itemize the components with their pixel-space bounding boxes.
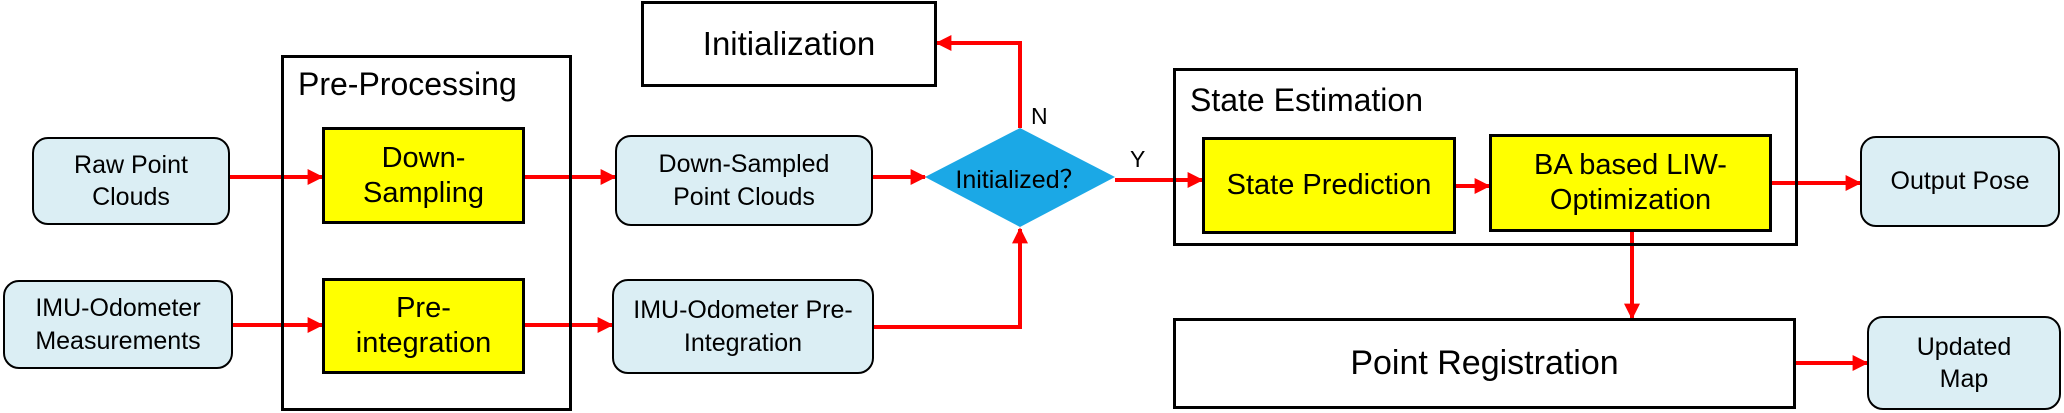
state-prediction-label: State Prediction (1226, 169, 1432, 202)
down-sampling-label: Down-Sampling (363, 141, 484, 209)
initialized-label: Initialized？ (955, 165, 1085, 194)
imu-odometer-measurements-label: IMU-Odometer Measurements (35, 294, 201, 355)
arrow-decision-to-initialization (935, 35, 1022, 128)
point-registration-box: Point Registration (1173, 318, 1796, 409)
down-sampled-point-clouds-box: Down-Sampled Point Clouds (615, 135, 873, 226)
imu-odometer-pre-integration-label: IMU-Odometer Pre-Integration (633, 296, 853, 357)
pre-processing-title: Pre-Processing (298, 66, 517, 102)
updated-map-box: Updated Map (1867, 316, 2061, 410)
no-branch-label: N (1031, 103, 1048, 129)
output-pose-box: Output Pose (1860, 136, 2060, 227)
initialization-box: Initialization (641, 1, 937, 87)
state-prediction-box: State Prediction (1202, 137, 1456, 234)
raw-point-clouds-label: Raw Point Clouds (74, 150, 188, 212)
raw-point-clouds-box: Raw Point Clouds (32, 137, 230, 225)
optimization-box: BA based LIW-Optimization (1489, 134, 1772, 232)
state-estimation-title: State Estimation (1190, 82, 1423, 118)
decision-diamond (925, 128, 1115, 227)
arrow-imupi-to-decision (874, 227, 1028, 329)
pre-processing-frame (281, 55, 572, 411)
yes-branch-label: Y (1130, 146, 1146, 172)
imu-odometer-pre-integration-box: IMU-Odometer Pre-Integration (612, 279, 874, 374)
point-registration-label: Point Registration (1350, 344, 1619, 383)
state-estimation-frame (1173, 68, 1798, 246)
updated-map-label: Updated Map (1916, 332, 2012, 394)
imu-odometer-measurements-box: IMU-Odometer Measurements (3, 280, 233, 369)
output-pose-label: Output Pose (1890, 167, 2030, 196)
down-sampled-point-clouds-label: Down-Sampled Point Clouds (658, 150, 830, 211)
pre-integration-box: Pre-integration (322, 278, 525, 374)
optimization-label: BA based LIW-Optimization (1534, 149, 1727, 216)
pre-integration-label: Pre-integration (355, 292, 492, 359)
down-sampling-box: Down-Sampling (322, 127, 525, 224)
initialization-label: Initialization (702, 24, 876, 62)
